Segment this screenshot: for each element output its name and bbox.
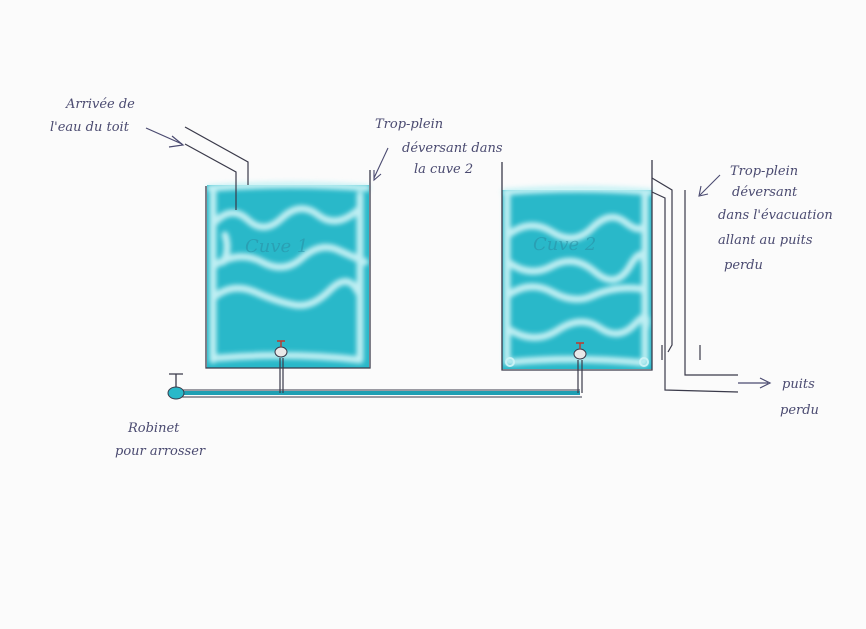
tank-1-label: Cuve 1 [245,236,308,257]
overflow-1-label-line: déversant dans [402,141,503,156]
inlet-label-line: l'eau du toit [50,120,130,135]
overflow-pipe-drain [651,177,739,393]
inlet-label-line: Arrivée de [65,97,135,112]
tap-label-line: Robinet [127,421,180,436]
tank-2-label: Cuve 2 [533,234,596,255]
inlet-pipe [184,126,249,210]
garden-tap-icon [167,373,185,400]
overflow-1-label: Trop-plein déversant dans la cuve 2 [375,117,503,177]
overflow-1-arrow-icon [373,147,389,182]
overflow-2-label-line: dans l'évacuation [718,208,833,223]
tank-2-corner-mark [505,357,515,367]
overflow-1-label-line: la cuve 2 [414,162,473,177]
tap-label-line: pour arrosser [115,444,206,459]
tank-2-walls [501,160,653,371]
tank-2-water [502,190,652,369]
overflow-2-label-line: déversant [732,185,798,200]
tank-2: Cuve 2 [501,160,654,371]
drain-arrow-icon [738,377,772,389]
inlet-label: Arrivée de l'eau du toit [50,97,135,135]
tank-2-waves [501,185,654,367]
tank-1-valve-icon [274,340,288,358]
inlet-arrow-icon [145,127,185,148]
overflow-1-label-line: Trop-plein [375,117,443,132]
tap-label: Robinet pour arrosser [115,421,206,459]
overflow-2-label-line: allant au puits [718,233,813,248]
tank-2-corner-mark [639,357,649,367]
well-label-line: perdu [780,403,819,418]
tank-2-valve-icon [573,342,587,360]
tank-1-walls [205,170,371,369]
tank-1-waves [206,181,371,364]
overflow-2-label-line: Trop-plein [730,164,798,179]
connecting-pipe [175,358,583,398]
overflow-2-arrow-icon [698,174,721,197]
overflow-2-label: Trop-plein déversant dans l'évacuation a… [718,164,833,273]
well-label: puits perdu [780,377,819,418]
well-label-line: puits [782,377,815,392]
tank-1: Cuve 1 [205,170,371,369]
overflow-2-label-line: perdu [724,258,763,273]
